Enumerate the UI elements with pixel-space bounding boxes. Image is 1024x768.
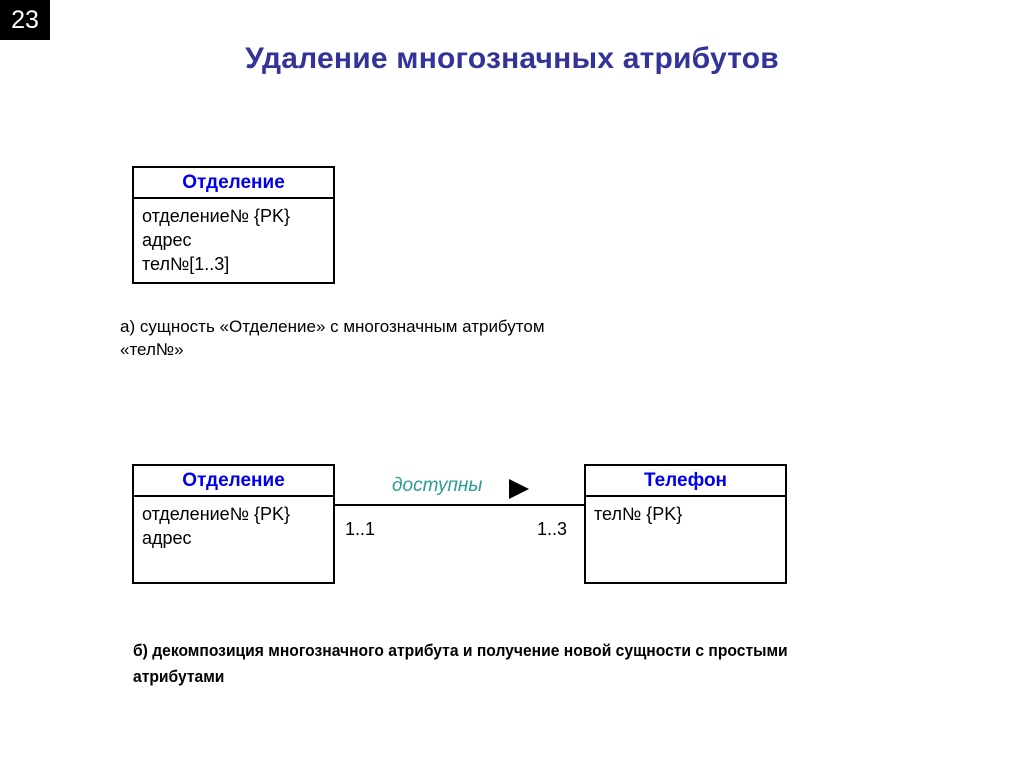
entity-box-telefon: Телефон тел№ {PK} bbox=[584, 464, 787, 584]
attribute-row: адрес bbox=[142, 230, 192, 250]
entity-box-otdelenie-a: Отделение отделение№ {PK} адрес тел№[1..… bbox=[132, 166, 335, 284]
attribute-row: тел№[1..3] bbox=[142, 254, 230, 274]
entity-attributes-b-left: отделение№ {PK} адрес bbox=[134, 497, 333, 584]
entity-attributes-a: отделение№ {PK} адрес тел№[1..3] bbox=[134, 199, 333, 284]
entity-box-otdelenie-b: Отделение отделение№ {PK} адрес bbox=[132, 464, 335, 584]
entity-name-otdelenie-b: Отделение bbox=[134, 466, 333, 497]
entity-name-otdelenie-a: Отделение bbox=[134, 168, 333, 199]
attribute-row: адрес bbox=[142, 528, 192, 548]
attribute-row: тел№ {PK} bbox=[594, 504, 683, 524]
page-number-badge: 23 bbox=[0, 0, 50, 40]
page-title: Удаление многозначных атрибутов bbox=[245, 42, 779, 75]
attribute-row: отделение№ {PK} bbox=[142, 206, 291, 226]
triangle-right-icon bbox=[509, 479, 529, 499]
entity-name-telefon: Телефон bbox=[586, 466, 785, 497]
entity-attributes-b-right: тел№ {PK} bbox=[586, 497, 785, 584]
multiplicity-left: 1..1 bbox=[345, 519, 376, 539]
multiplicity-right: 1..3 bbox=[537, 519, 568, 539]
attribute-row: отделение№ {PK} bbox=[142, 504, 291, 524]
association-label: доступны bbox=[392, 475, 483, 496]
figure-a-caption: а) сущность «Отделение» с многозначным а… bbox=[120, 317, 545, 359]
figure-b-caption: б) декомпозиция многозначного атрибута и… bbox=[133, 641, 788, 686]
association-line bbox=[334, 504, 585, 506]
